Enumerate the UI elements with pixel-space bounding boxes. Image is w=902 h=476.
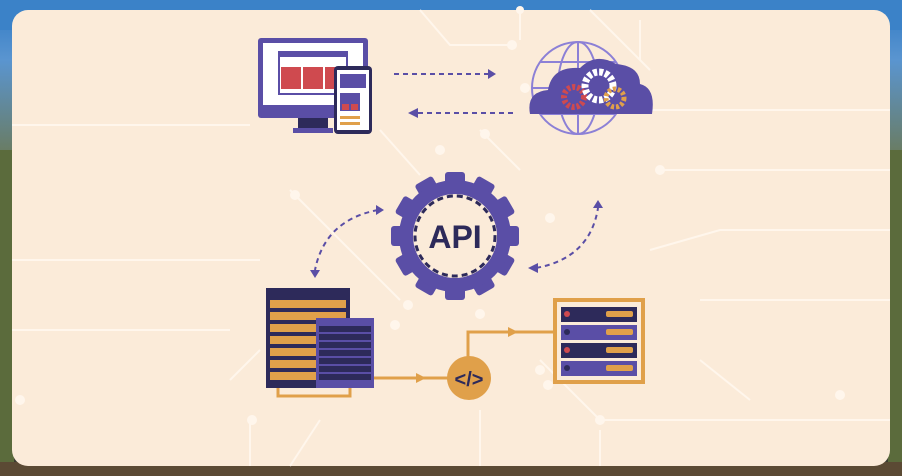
code-icon [447,356,491,400]
arrowhead [376,205,384,215]
arrowhead [593,200,603,208]
api-database-arrow [314,209,379,271]
response-arrowhead [408,108,418,118]
smartphone-icon [334,66,372,134]
cloud-gears-icon [561,68,627,110]
arrowhead [508,327,518,337]
arrowhead [416,373,426,383]
circuit-traces [12,9,890,467]
api-label: API [428,219,481,255]
api-cloud-arrow [535,207,599,269]
code-label: </> [455,369,484,391]
arrowhead [528,263,538,273]
trees-right [888,150,902,476]
api-gear-icon [391,172,519,300]
code-server-line [466,330,555,358]
database-server-icon [266,288,374,398]
trees-left [0,150,14,476]
request-arrowhead [488,69,496,79]
circuit-nodes [15,6,845,425]
server-rack-icon [553,298,645,384]
arrowhead [310,270,320,278]
